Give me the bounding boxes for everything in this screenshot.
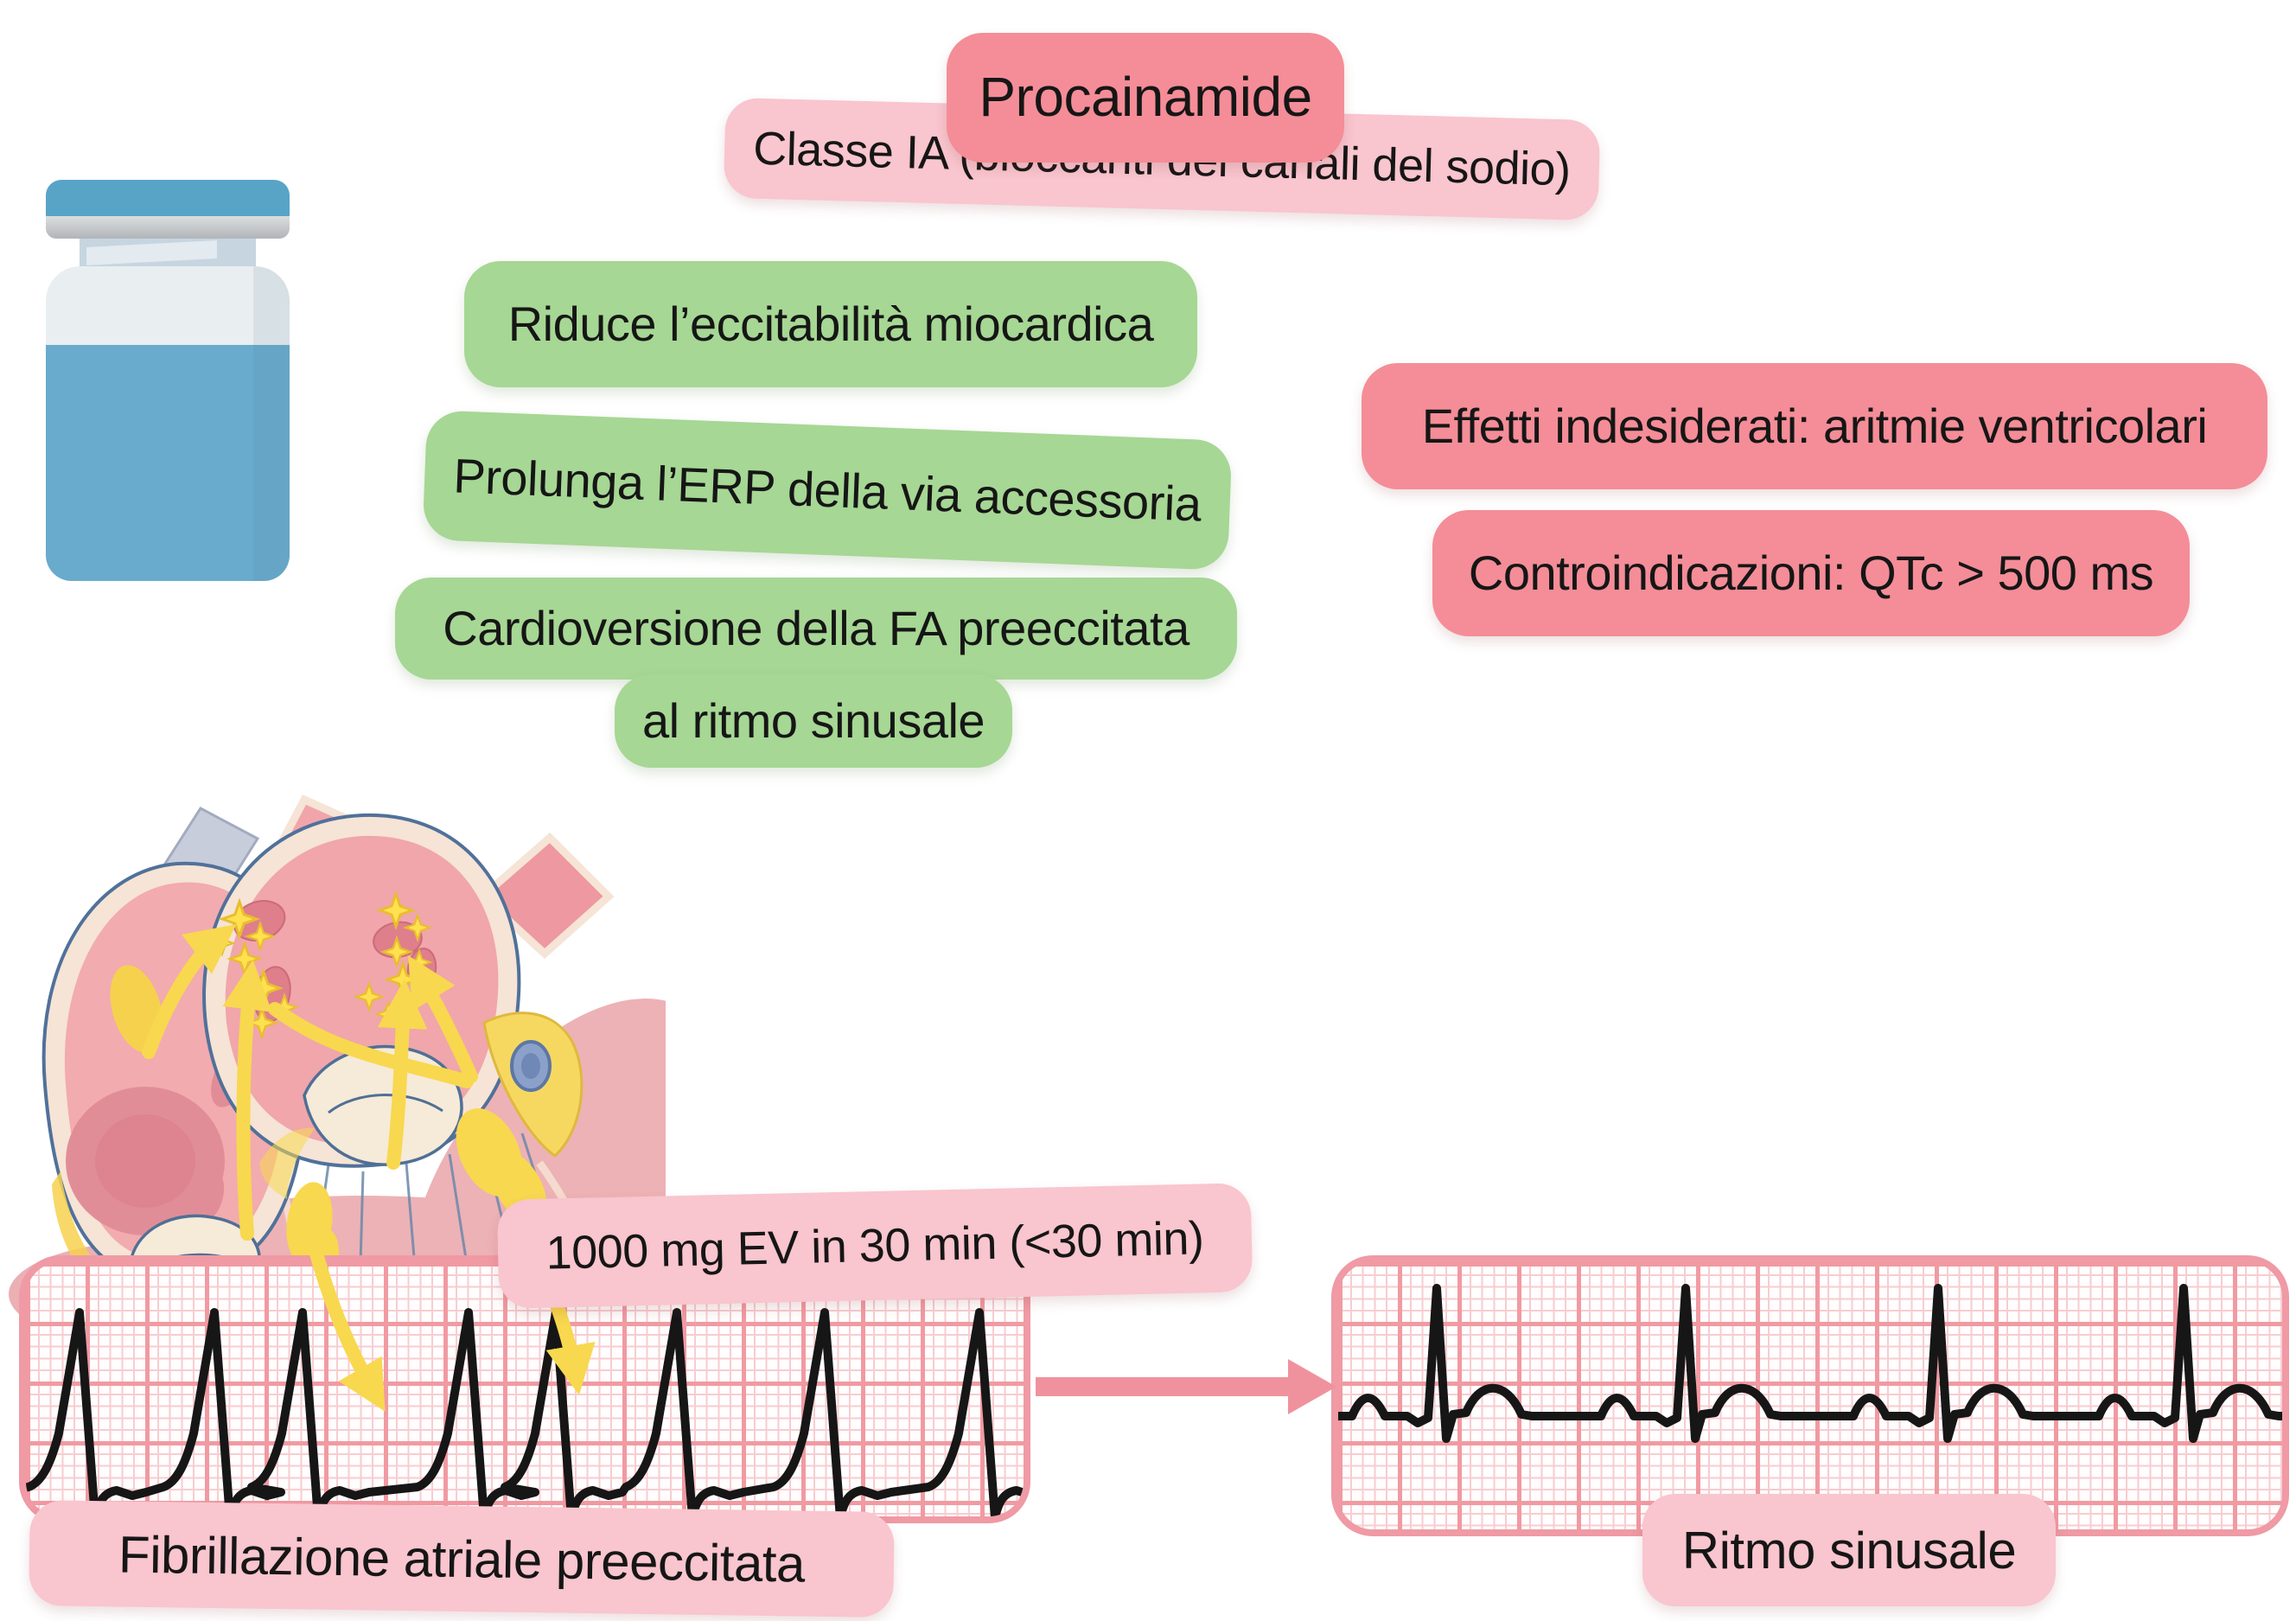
effect-badge-erp: Prolunga l’ERP della via accessoria (422, 410, 1233, 571)
dose-text: 1000 mg EV in 30 min (<30 min) (545, 1212, 1205, 1280)
ecg-trace-preexcited (26, 1308, 1024, 1516)
contraindication-text: Controindicazioni: QTc > 500 ms (1468, 545, 2154, 600)
effect-text: Cardioversione della FA preeccitata (443, 600, 1189, 655)
ecg-trace-sinus (1338, 1284, 2282, 1443)
aorta-cross-section-icon (482, 1012, 584, 1158)
vial-liquid (46, 345, 290, 581)
vial-metal-ring (46, 216, 290, 239)
effect-text: al ritmo sinusale (641, 692, 985, 748)
adverse-effects-badge: Effetti indesiderati: aritmie ventricola… (1362, 363, 2267, 489)
ecg-strip-preexcited-af (19, 1255, 1030, 1523)
dose-badge: 1000 mg EV in 30 min (<30 min) (496, 1183, 1253, 1309)
ecg-strip-sinus-rhythm (1331, 1255, 2289, 1536)
effect-text: Prolunga l’ERP della via accessoria (452, 448, 1202, 532)
effect-text: Riduce l’eccitabilità miocardica (507, 296, 1154, 351)
transition-right-arrow-icon (1036, 1359, 1336, 1414)
title-badge: Procainamide (947, 33, 1344, 163)
effect-badge-excitability: Riduce l’eccitabilità miocardica (464, 261, 1197, 387)
vial-body (46, 266, 290, 581)
vial-cap (46, 180, 290, 216)
ecg-left-label-badge: Fibrillazione atriale preeccitata (29, 1500, 895, 1618)
effect-badge-cardioversion-line1: Cardioversione della FA preeccitata (395, 578, 1237, 680)
medication-vial-icon (46, 180, 290, 581)
ecg-left-label: Fibrillazione atriale preeccitata (118, 1524, 806, 1593)
adverse-effects-text: Effetti indesiderati: aritmie ventricola… (1421, 398, 2208, 453)
ecg-right-label: Ritmo sinusale (1681, 1521, 2017, 1580)
effect-badge-cardioversion-line2: al ritmo sinusale (615, 674, 1012, 768)
ecg-right-label-badge: Ritmo sinusale (1642, 1494, 2056, 1606)
vial-glass-neck (80, 239, 256, 268)
contraindication-badge: Controindicazioni: QTc > 500 ms (1432, 510, 2190, 636)
page-title: Procainamide (979, 66, 1312, 129)
